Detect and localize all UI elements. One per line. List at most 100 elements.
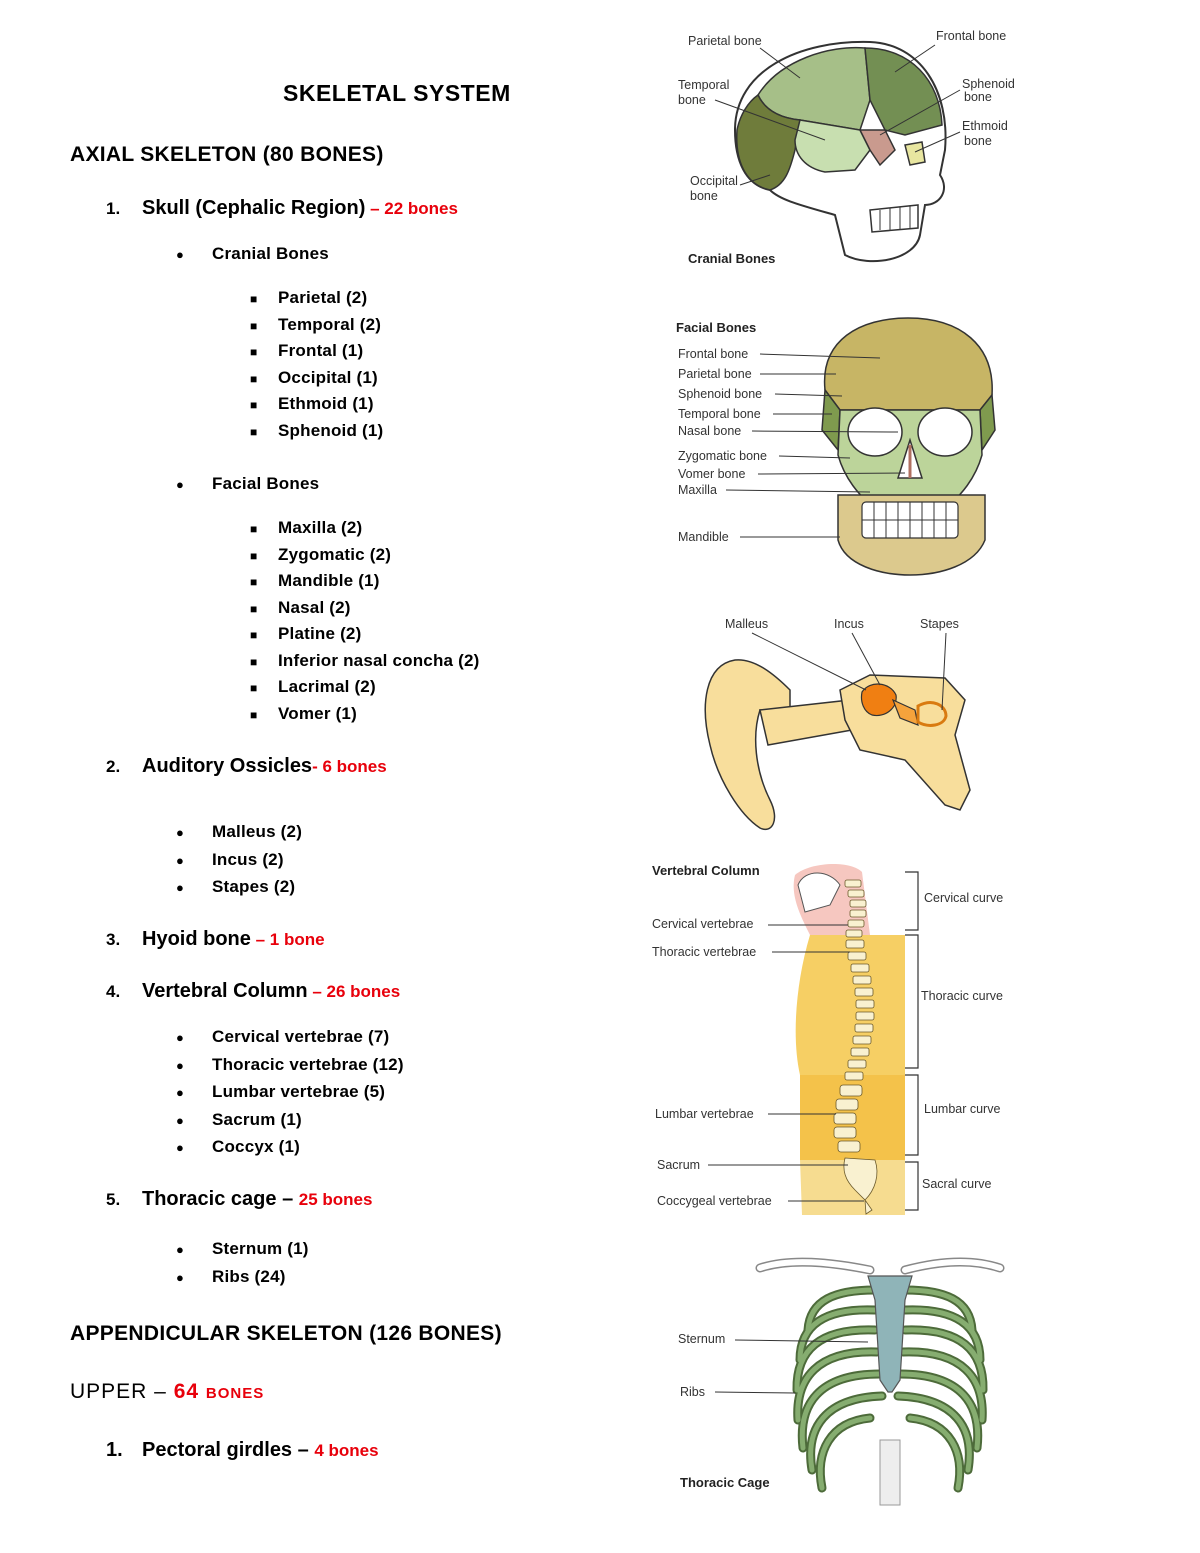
label-ribs: Ribs: [680, 1385, 705, 1399]
label-sacral-curve: Sacral curve: [922, 1177, 992, 1191]
square-bullet-icon: ■: [250, 548, 258, 563]
item-number: 1.: [106, 1439, 123, 1461]
svg-text:bone: bone: [964, 90, 992, 104]
list-item: ●Lumbar vertebrae (5): [176, 1082, 386, 1101]
bullet-icon: ●: [176, 1030, 185, 1045]
label-nasal: Nasal bone: [678, 424, 741, 438]
label-stapes: Stapes: [920, 617, 959, 631]
list-item: ■Occipital (1): [250, 367, 378, 387]
label-malleus: Malleus: [725, 617, 768, 631]
figure-caption: Cranial Bones: [688, 251, 775, 266]
square-bullet-icon: ■: [250, 522, 258, 536]
bullet-icon: ●: [176, 477, 185, 492]
list-item: ●Ribs (24): [176, 1266, 286, 1286]
item-label: Thoracic cage: [142, 1188, 277, 1210]
upper-heading: UPPER – 64 bones: [70, 1380, 265, 1403]
label-incus: Incus: [834, 617, 864, 631]
label-thoracic-curve: Thoracic curve: [921, 989, 1003, 1003]
label-coccygeal-vertebrae: Coccygeal vertebrae: [657, 1194, 772, 1208]
bone-count: 22 bones: [384, 199, 458, 218]
label-frontal: Frontal bone: [678, 347, 748, 361]
facial-bones-label: ●Facial Bones: [176, 474, 320, 493]
item-number: 4.: [106, 982, 121, 1001]
thoracic-region: [795, 935, 905, 1075]
square-bullet-icon: ■: [250, 292, 258, 306]
list-item: ■Maxilla (2): [250, 518, 363, 537]
malleus-bone: [891, 698, 919, 726]
ethmoid-bone: [904, 141, 926, 166]
label-sphenoid: Sphenoid bone: [678, 387, 762, 401]
label-zygomatic: Zygomatic bone: [678, 449, 767, 463]
list-item: ■Ethmoid (1): [250, 394, 374, 413]
square-bullet-icon: ■: [250, 371, 258, 386]
list-item: ■Frontal (1): [250, 341, 364, 360]
page-title: SKELETAL SYSTEM: [283, 80, 511, 106]
list-item: ■Mandible (1): [250, 571, 380, 590]
auditory-ossicles-item: 2.Auditory Ossicles- 6 bones: [106, 755, 387, 777]
ear-auricle: [704, 659, 791, 831]
vertebral-column-item: 4.Vertebral Column – 26 bones: [106, 980, 401, 1002]
list-item: ■Parietal (2): [250, 288, 368, 307]
bullet-icon: ●: [176, 880, 185, 895]
ossicles-list: ●Malleus (2) ●Incus (2) ●Stapes (2): [176, 822, 302, 905]
label-sphenoid: Sphenoid: [962, 77, 1015, 91]
bullet-icon: ●: [176, 825, 185, 840]
list-item: ●Thoracic vertebrae (12): [176, 1054, 404, 1074]
square-bullet-icon: ■: [250, 398, 258, 412]
list-item: ●Malleus (2): [176, 822, 303, 841]
label-temporal: Temporal: [678, 78, 729, 92]
item-label: Auditory Ossicles: [142, 755, 313, 777]
bone-count: 26 bones: [326, 982, 401, 1001]
list-item: ■Zygomatic (2): [250, 544, 392, 564]
bullet-icon: ●: [176, 1112, 185, 1128]
skull-item: 1.Skull (Cephalic Region) – 22 bones: [106, 197, 458, 219]
facial-list: ■Maxilla (2) ■Zygomatic (2) ■Mandible (1…: [250, 518, 480, 730]
label-cervical-curve: Cervical curve: [924, 891, 1003, 905]
appendicular-heading: APPENDICULAR SKELETON (126 BONES): [70, 1322, 502, 1345]
vertebrae-list: ●Cervical vertebrae (7) ●Thoracic verteb…: [176, 1027, 404, 1165]
occipital-bone: [736, 93, 801, 191]
sphenoid-bone: [858, 129, 896, 167]
figure-caption: Thoracic Cage: [680, 1475, 770, 1490]
list-item: ■Platine (2): [250, 624, 362, 643]
label-frontal: Frontal bone: [936, 29, 1006, 43]
square-bullet-icon: ■: [250, 575, 258, 589]
label-ethmoid: Ethmoid: [962, 119, 1008, 133]
svg-text:bone: bone: [690, 189, 718, 203]
stapes-bone: [916, 701, 948, 727]
bone-count: 64 bones: [173, 1380, 265, 1403]
list-item: ●Coccyx (1): [176, 1137, 300, 1156]
spine: [833, 879, 878, 1215]
label-cervical-vertebrae: Cervical vertebrae: [652, 917, 753, 931]
pectoral-girdles-item: 1.Pectoral girdles – 4 bones: [106, 1439, 379, 1461]
list-item: ●Incus (2): [176, 849, 284, 869]
thoracic-list: ●Sternum (1) ●Ribs (24): [176, 1239, 309, 1294]
item-number: 2.: [106, 757, 121, 776]
square-bullet-icon: ■: [250, 654, 258, 669]
label-maxilla: Maxilla: [678, 483, 717, 497]
square-bullet-icon: ■: [250, 424, 258, 439]
bone-count: 6 bones: [322, 757, 387, 776]
label-vomer: Vomer bone: [678, 467, 745, 481]
list-item: ●Stapes (2): [176, 877, 296, 896]
item-label: Pectoral girdles: [142, 1439, 293, 1461]
bullet-icon: ●: [176, 1242, 185, 1257]
ear-ossicles-figure: Malleus Incus Stapes: [704, 617, 971, 831]
label-lumbar-curve: Lumbar curve: [924, 1102, 1000, 1116]
label-sacrum: Sacrum: [657, 1158, 700, 1172]
label-thoracic-vertebrae: Thoracic vertebrae: [652, 945, 756, 959]
frontal-bone: [823, 317, 993, 411]
bullet-icon: ●: [176, 247, 185, 262]
vertebral-column-figure: Vertebral Column Cervical vertebrae Thor…: [652, 863, 1003, 1215]
cranial-bones-label: ●Cranial Bones: [176, 244, 329, 263]
temporal-bone: [794, 119, 871, 173]
bone-count: 4 bones: [314, 1441, 379, 1460]
square-bullet-icon: ■: [250, 345, 258, 359]
label-occipital: Occipital: [690, 174, 738, 188]
thoracic-cage-figure: Sternum Ribs Thoracic Cage: [678, 1257, 1005, 1506]
svg-text:bone: bone: [964, 134, 992, 148]
svg-text:bone: bone: [678, 93, 706, 107]
square-bullet-icon: ■: [250, 318, 258, 333]
bullet-icon: ●: [176, 1140, 185, 1155]
list-item: ●Sacrum (1): [176, 1109, 302, 1129]
